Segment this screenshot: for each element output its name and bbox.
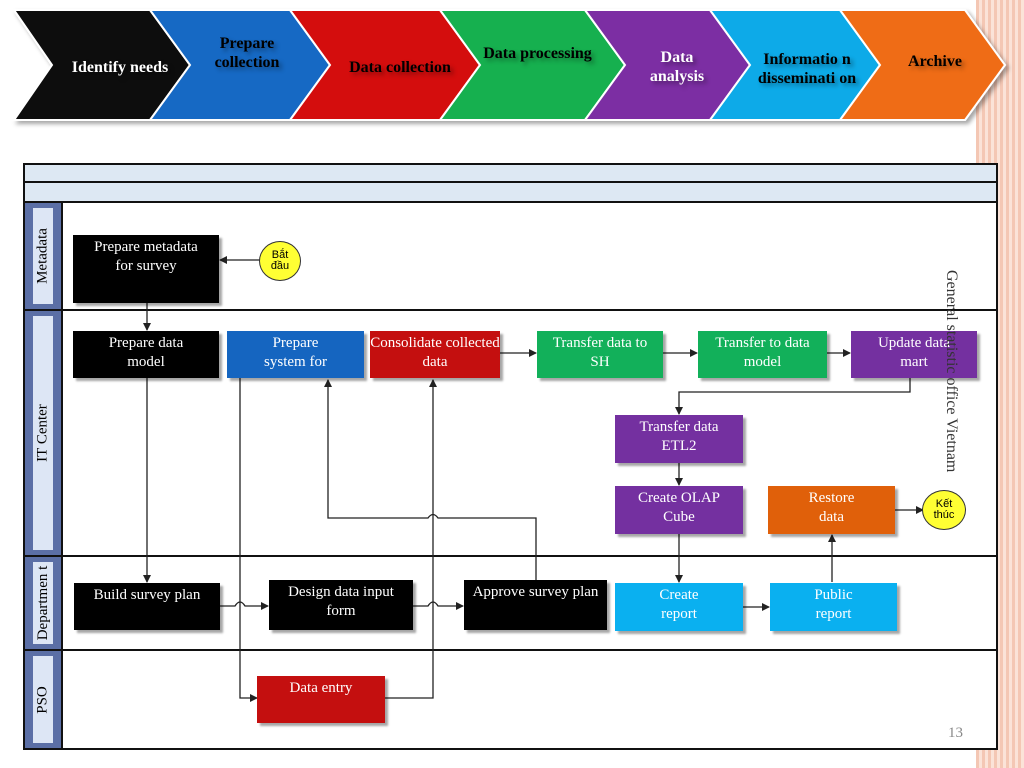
side-organization-text: General statistic office Vietnam bbox=[943, 270, 960, 473]
swimlane-header-row-1 bbox=[23, 163, 998, 183]
node-design-form: Design data input form bbox=[269, 580, 413, 630]
node-restore-data: Restore data bbox=[768, 486, 895, 534]
node-prepare-metadata: Prepare metadata for survey bbox=[73, 235, 219, 303]
node-create-olap: Create OLAP Cube bbox=[615, 486, 743, 534]
arrow-approve-to-prepare-system bbox=[324, 379, 537, 580]
node-prepare-system: Prepare system for bbox=[227, 331, 364, 378]
process-step-information-dissemination: Informatio n disseminati on bbox=[757, 51, 857, 87]
lane-label-it-center: IT Center bbox=[25, 311, 63, 555]
node-transfer-model: Transfer to data model bbox=[698, 331, 827, 378]
process-step-prepare-collection: Prepare collection bbox=[214, 35, 280, 71]
node-prepare-data-model: Prepare data model bbox=[73, 331, 219, 378]
lane-label-metadata: Metadata bbox=[25, 203, 63, 309]
process-step-archive: Archive bbox=[908, 52, 962, 70]
process-step-data-processing: Data processing bbox=[483, 44, 592, 62]
page-number: 13 bbox=[948, 725, 963, 741]
node-build-plan: Build survey plan bbox=[74, 583, 220, 630]
process-step-identify-needs: Identify needs bbox=[71, 58, 169, 76]
node-data-entry: Data entry bbox=[257, 676, 385, 723]
arrow-mart-to-etl2 bbox=[675, 378, 911, 415]
swimlane-header-row-2 bbox=[23, 183, 998, 203]
process-step-data-analysis: Data analysis bbox=[649, 49, 705, 85]
arrow-build-plan-to-design-form bbox=[220, 601, 269, 610]
node-update-mart: Update data mart bbox=[851, 331, 977, 378]
node-transfer-etl2: Transfer data ETL2 bbox=[615, 415, 743, 463]
arrow-prepare-system-to-data-entry bbox=[239, 378, 258, 702]
arrow-design-form-to-approve bbox=[413, 601, 464, 610]
arrow-data-entry-to-consolidate bbox=[385, 379, 437, 699]
node-create-report: Create report bbox=[615, 583, 743, 631]
node-transfer-sh: Transfer data to SH bbox=[537, 331, 663, 378]
node-consolidate: Consolidate collected data bbox=[370, 331, 500, 378]
chevron-shapes bbox=[12, 9, 1007, 121]
lane-label-department: Departmen t bbox=[25, 557, 63, 649]
node-public-report: Public report bbox=[770, 583, 897, 631]
end-node: Kết thúc bbox=[922, 490, 966, 530]
lane-pso: PSO bbox=[23, 651, 998, 750]
lane-label-pso: PSO bbox=[25, 651, 63, 748]
process-step-data-collection: Data collection bbox=[349, 58, 451, 76]
node-approve-plan: Approve survey plan bbox=[464, 580, 607, 630]
start-node: Bắt đầu bbox=[259, 241, 301, 281]
chevron-7 bbox=[838, 9, 1007, 121]
